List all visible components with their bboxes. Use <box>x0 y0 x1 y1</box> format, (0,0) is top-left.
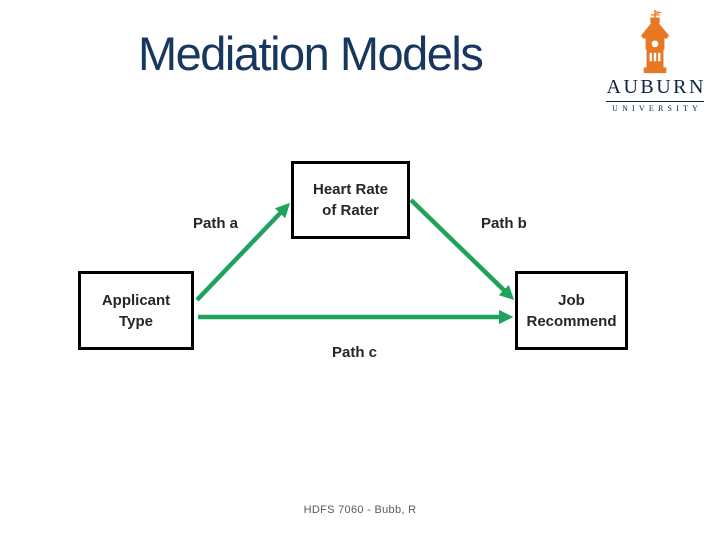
auburn-wordmark: AUBURN <box>606 76 706 98</box>
slide-footer: HDFS 7060 - Bubb, R <box>303 504 417 516</box>
path-a-arrow <box>195 202 290 302</box>
box-label-line: Recommend <box>526 312 617 330</box>
box-label-line: Heart Rate <box>312 181 389 198</box>
path-c-label: Path c <box>332 344 378 361</box>
path-b-label: Path b <box>481 215 527 232</box>
logo-divider <box>606 101 704 102</box>
auburn-university-subtext: UNIVERSITY <box>612 104 703 113</box>
path-a-label: Path a <box>193 215 239 232</box>
auburn-university-logo: AUBURN UNIVERSITY <box>604 10 706 113</box>
box-label-line: Job <box>558 291 585 309</box>
mediator-box-heart-rate-of-rater: Heart Rate of Rater <box>291 161 410 239</box>
box-label-line: of Rater <box>322 202 379 219</box>
samford-tower-icon <box>640 10 670 74</box>
path-b-arrow <box>409 198 515 301</box>
box-label-line: Type <box>119 312 153 330</box>
slide-title: Mediation Models <box>138 27 484 80</box>
predictor-box-applicant-type: Applicant Type <box>78 271 194 350</box>
box-label-line: Applicant <box>101 291 171 309</box>
outcome-box-job-recommend: Job Recommend <box>515 271 628 350</box>
